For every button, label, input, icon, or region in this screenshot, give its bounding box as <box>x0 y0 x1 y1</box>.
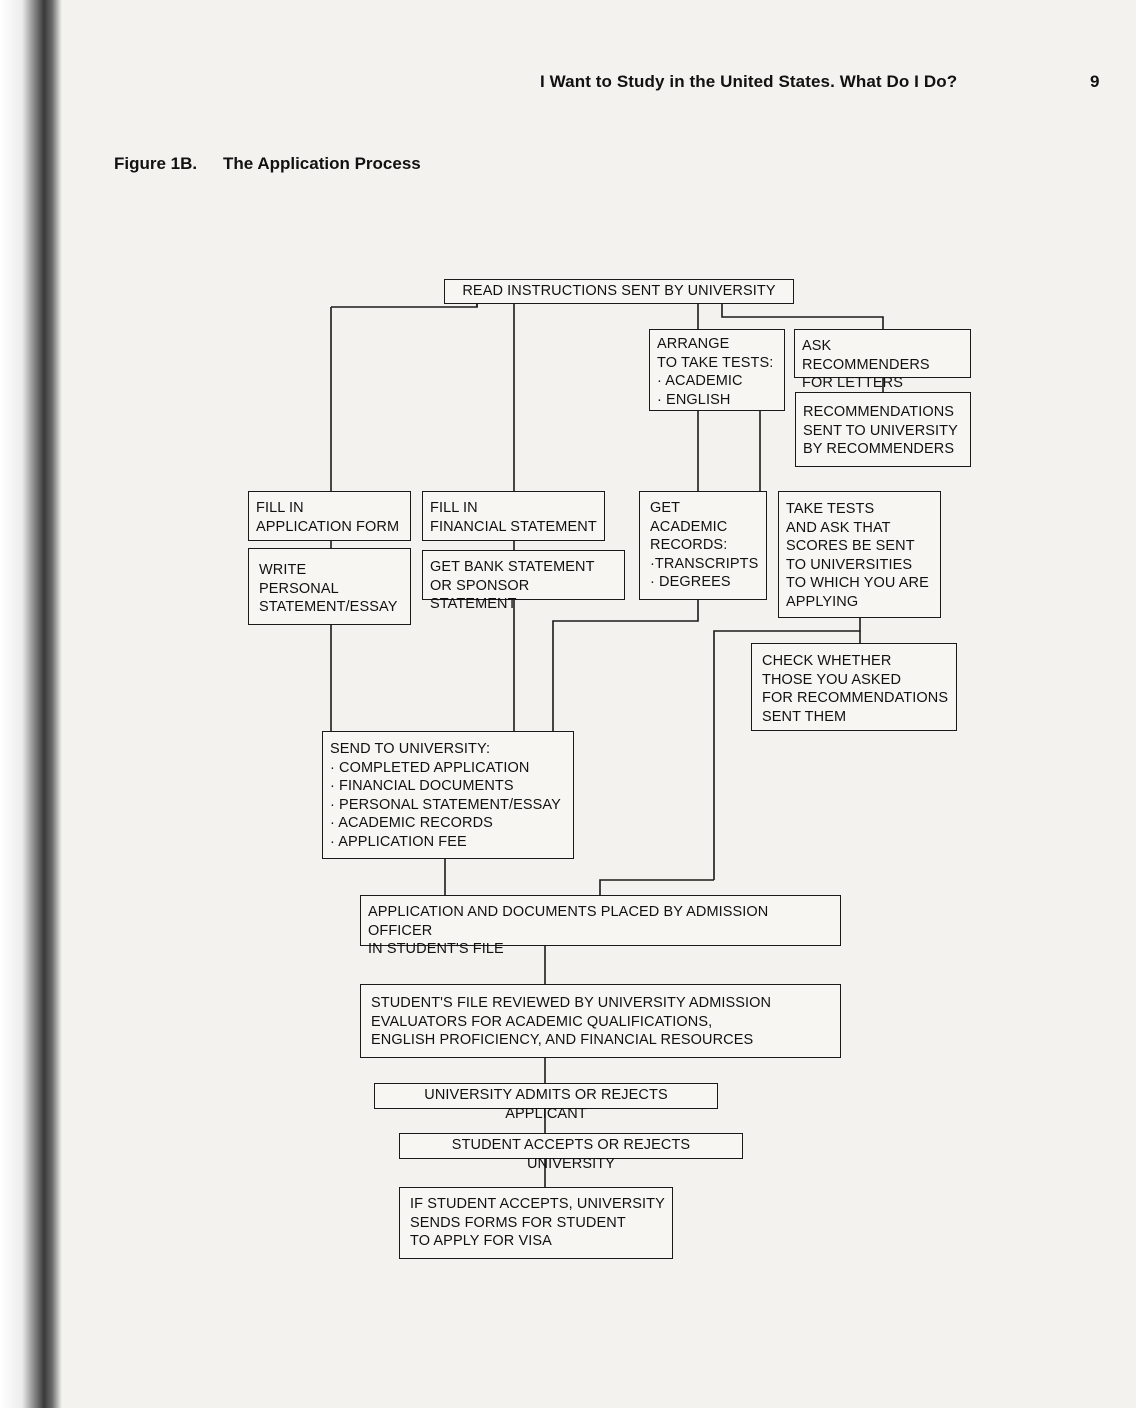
figure-title: The Application Process <box>223 154 421 173</box>
book-binding-shadow <box>0 0 62 1408</box>
fill-financial-box: FILL IN FINANCIAL STATEMENT <box>422 491 605 541</box>
check-recommendations-box: CHECK WHETHER THOSE YOU ASKED FOR RECOMM… <box>751 643 957 731</box>
read-instructions-box: READ INSTRUCTIONS SENT BY UNIVERSITY <box>444 279 794 304</box>
recommendations-sent-box: RECOMMENDATIONS SENT TO UNIVERSITY BY RE… <box>795 392 971 467</box>
student-accepts-box: STUDENT ACCEPTS OR REJECTS UNIVERSITY <box>399 1133 743 1172</box>
university-admits-box: UNIVERSITY ADMITS OR REJECTS APPLICANT <box>374 1083 718 1122</box>
take-tests-box: TAKE TESTS AND ASK THAT SCORES BE SENT T… <box>778 491 941 618</box>
page-number: 9 <box>1090 72 1100 91</box>
arrange-tests-box: ARRANGE TO TAKE TESTS: · ACADEMIC · ENGL… <box>649 329 785 411</box>
running-header-title: I Want to Study in the United States. Wh… <box>540 72 958 91</box>
figure-label: Figure 1B. <box>114 154 198 173</box>
visa-forms-box: IF STUDENT ACCEPTS, UNIVERSITY SENDS FOR… <box>399 1187 673 1259</box>
ask-recommenders-box: ASK RECOMMENDERS FOR LETTERS <box>794 329 971 391</box>
get-bank-statement-box: GET BANK STATEMENT OR SPONSOR STATEMENT <box>422 550 625 612</box>
fill-application-box: FILL IN APPLICATION FORM <box>248 491 411 541</box>
get-academic-records-box: GET ACADEMIC RECORDS: ·TRANSCRIPTS · DEG… <box>639 491 767 600</box>
documents-placed-box: APPLICATION AND DOCUMENTS PLACED BY ADMI… <box>360 895 841 957</box>
write-personal-statement-box: WRITE PERSONAL STATEMENT/ESSAY <box>248 548 411 625</box>
file-reviewed-box: STUDENT'S FILE REVIEWED BY UNIVERSITY AD… <box>360 984 841 1058</box>
send-to-university-box: SEND TO UNIVERSITY: · COMPLETED APPLICAT… <box>322 731 574 859</box>
